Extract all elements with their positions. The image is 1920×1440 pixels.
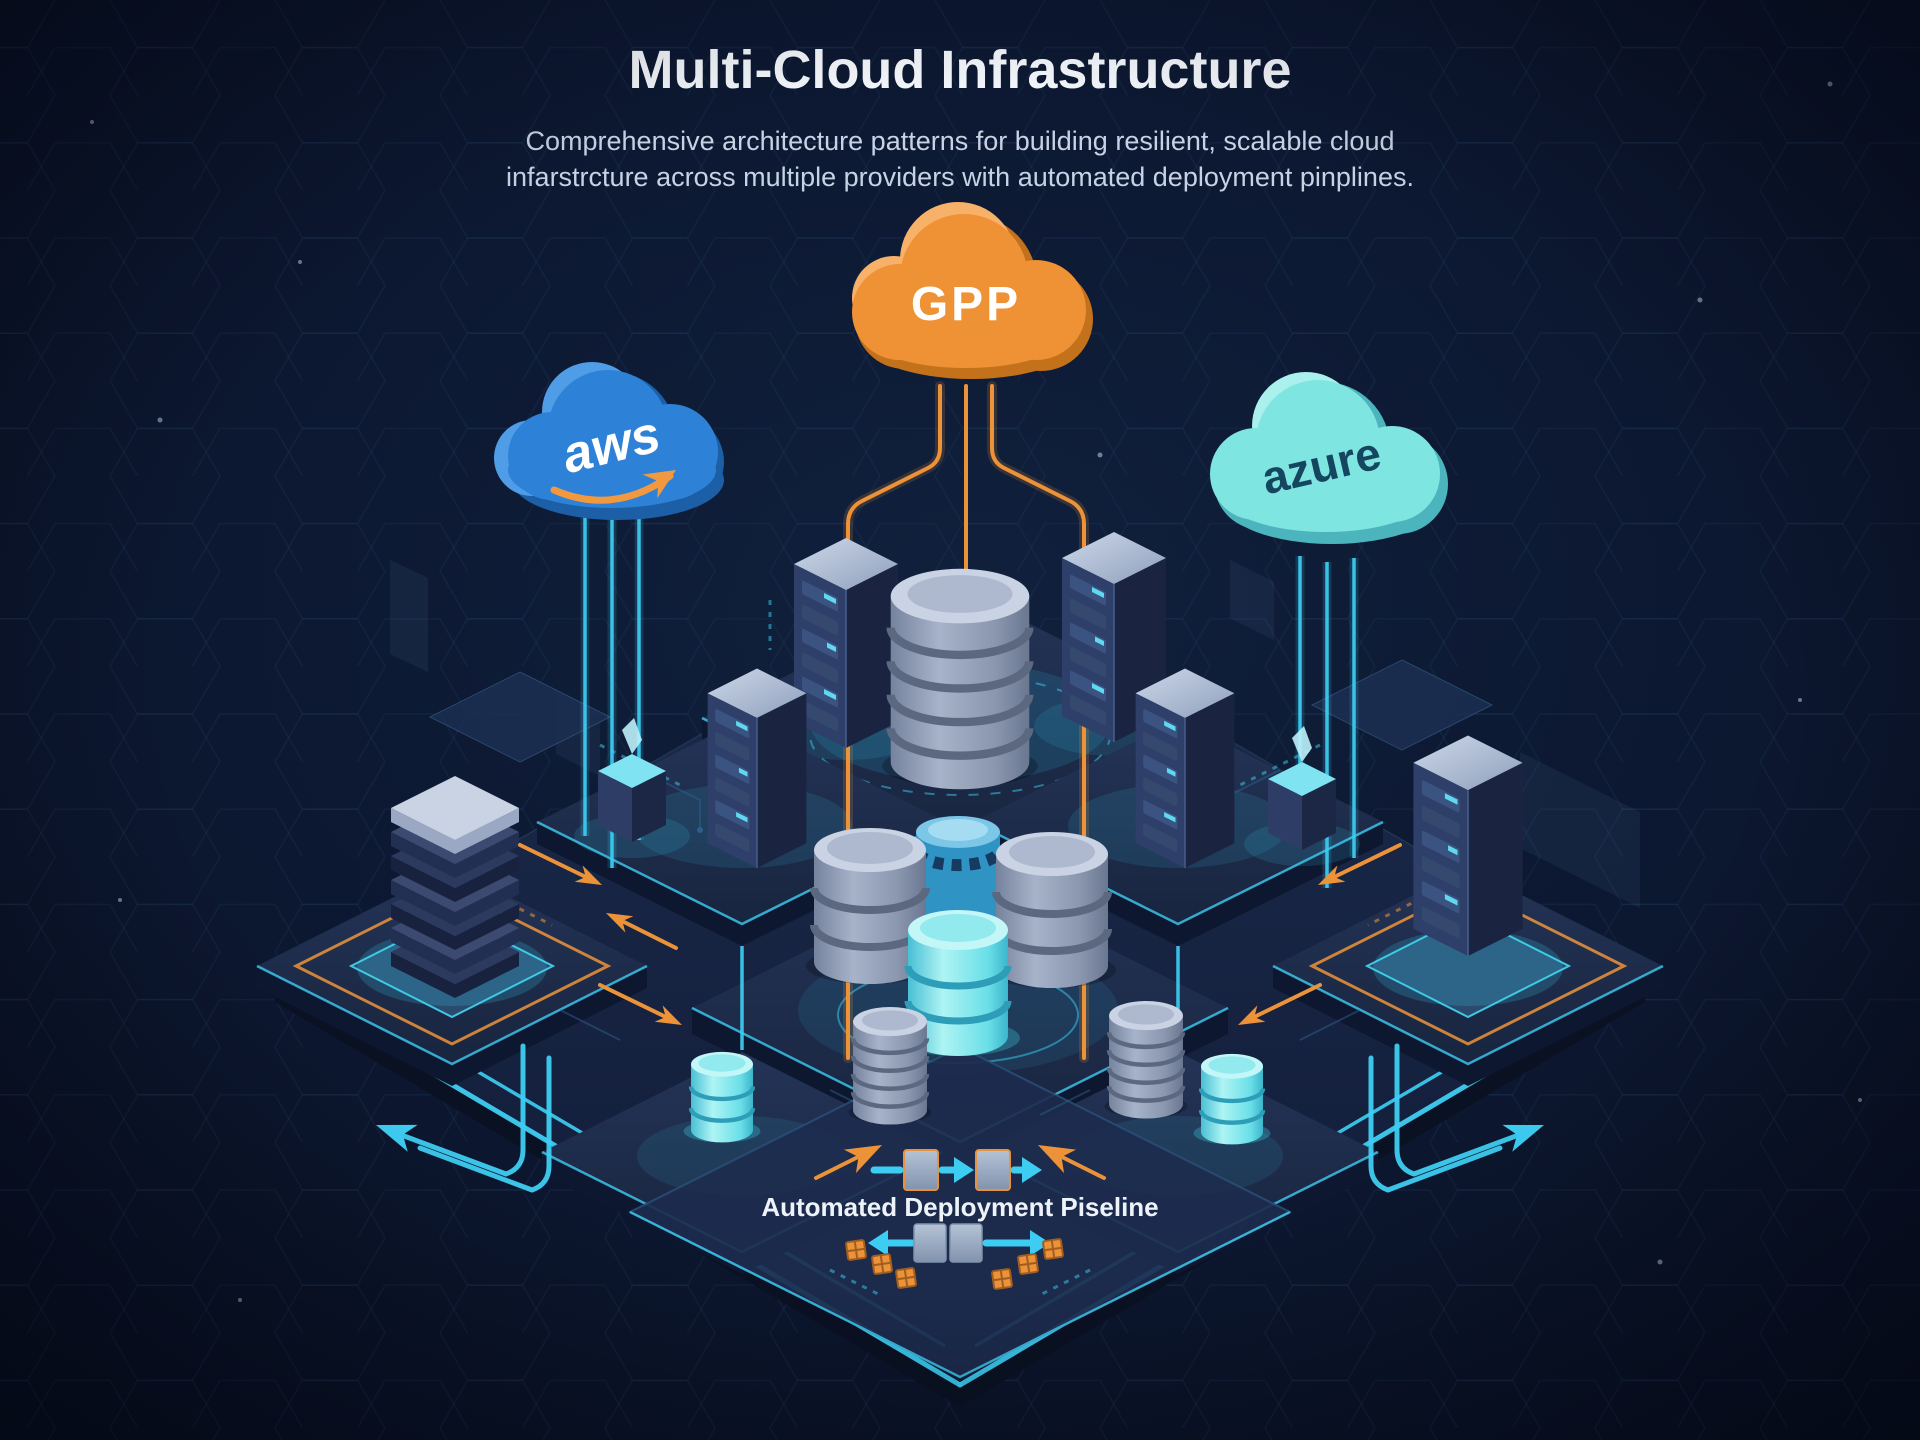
vignette-overlay: [0, 0, 1920, 1440]
multi-cloud-infographic: Multi-Cloud Infrastructure Comprehensive…: [0, 0, 1920, 1440]
infographic-canvas: Multi-Cloud Infrastructure Comprehensive…: [0, 0, 1920, 1440]
